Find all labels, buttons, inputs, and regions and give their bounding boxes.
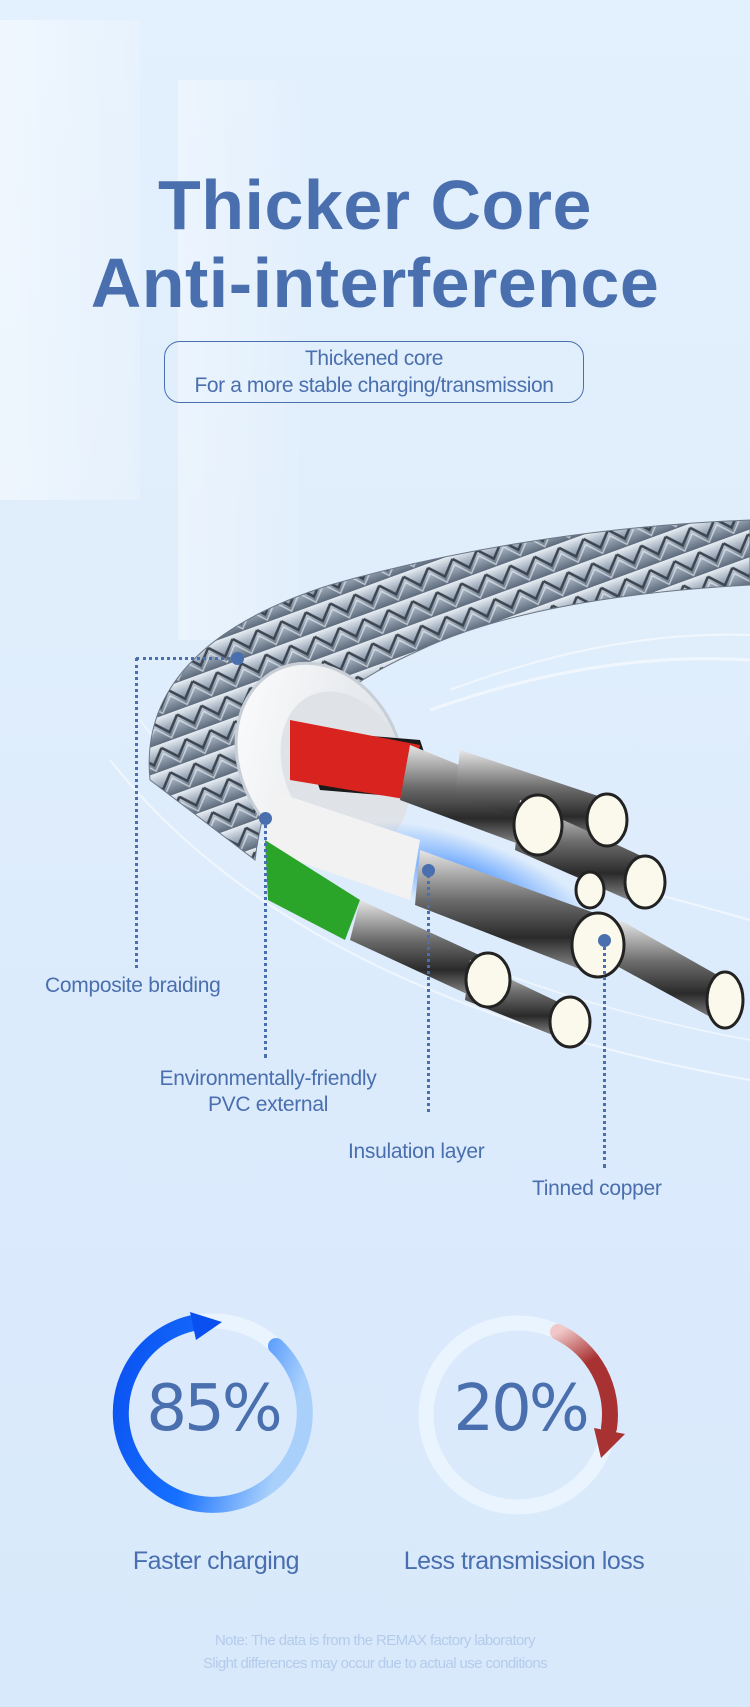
callout-pvc-line2: PVC external [207, 1093, 329, 1116]
callout-composite-braiding: Composite braiding [45, 974, 221, 997]
page-title-line2: Anti-interference [90, 244, 660, 322]
callout-pvc-line1: Environmentally-friendly [159, 1067, 377, 1090]
tinned-copper-leader [603, 940, 606, 1168]
callout-insulation-layer: Insulation layer [348, 1140, 485, 1163]
page-title-line1: Thicker Core [158, 166, 592, 244]
callout-pvc-external: Environmentally-friendly PVC external [148, 1066, 388, 1118]
pvc-external-marker [258, 811, 272, 825]
footer-note-line2: Slight differences may occur due to actu… [202, 1655, 548, 1672]
subtitle-box: Thickened core For a more stable chargin… [164, 341, 584, 403]
footer-note-line1: Note: The data is from the REMAX factory… [214, 1632, 536, 1649]
stat-value-transmission-loss: 20% [453, 1372, 589, 1446]
subtitle-line1: Thickened core [305, 347, 443, 370]
composite-braiding-leader-v [135, 658, 138, 968]
composite-braiding-leader-h [136, 657, 236, 660]
subtitle-line2: For a more stable charging/transmission [194, 374, 554, 397]
inner-wires [265, 720, 745, 1049]
callout-tinned-copper: Tinned copper [532, 1177, 662, 1200]
stat-label-faster-charging: Faster charging [132, 1547, 300, 1575]
footer-note: Note: The data is from the REMAX factory… [0, 1629, 750, 1675]
composite-braiding-marker [230, 651, 244, 665]
stat-value-faster-charging: 85% [146, 1372, 282, 1446]
insulation-marker [421, 863, 435, 877]
window-light-right [178, 80, 298, 640]
pvc-external-leader [264, 818, 267, 1058]
tinned-copper-marker [597, 933, 611, 947]
stat-label-transmission-loss: Less transmission loss [403, 1547, 645, 1575]
window-light-left [0, 20, 140, 500]
insulation-leader [427, 870, 430, 1112]
